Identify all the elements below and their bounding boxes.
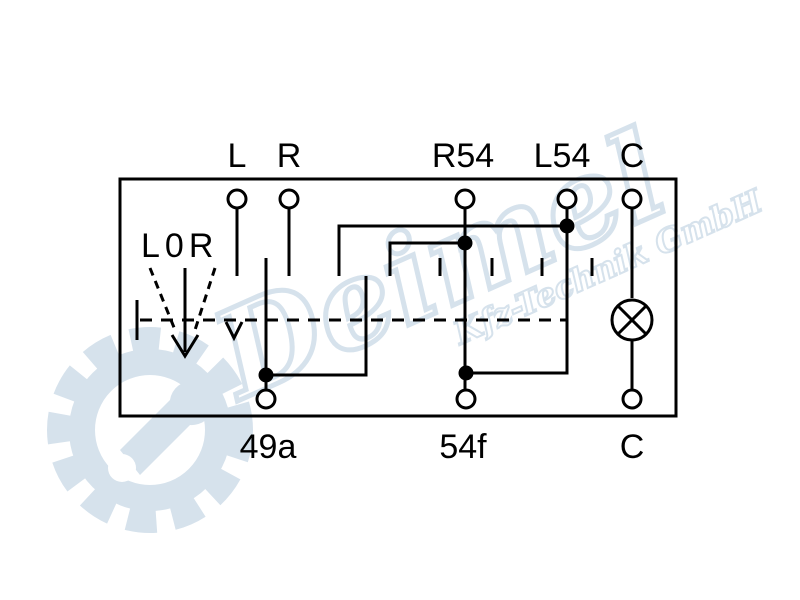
terminal-pin-49a [255,388,277,410]
label-switch-positions: L0R [141,227,218,265]
terminal-pin-54f [455,388,477,410]
lever-arrows [148,267,217,359]
wire-49a-loop [266,276,368,377]
label-terminal-r: R [277,137,302,175]
label-terminal-c-top: C [620,137,645,175]
bottom-terminal-pins [255,388,643,410]
terminal-pin-l [226,188,248,210]
label-terminal-l: L [228,137,247,175]
junction-54f [458,365,474,381]
label-terminal-l54: L54 [534,137,591,175]
detent-mark [224,321,244,342]
label-terminal-c-bottom: C [620,428,645,466]
junction-r54 [457,235,473,251]
labels: L R R54 L54 C L0R 49a 54f C [141,137,644,466]
terminal-pin-c-top [621,188,643,210]
label-terminal-49a: 49a [240,428,297,466]
terminal-pin-c-bottom [621,388,643,410]
label-terminal-r54: R54 [432,137,494,175]
diagram [118,177,678,418]
label-terminal-54f: 54f [439,428,487,466]
wire-l54-return [466,320,569,375]
wire-l54-loop [337,224,567,276]
terminal-pin-r [278,188,300,210]
terminal-pin-l54 [556,188,578,210]
switch-housing [118,177,678,418]
lamp-cross-icon [610,298,654,342]
junction-49a [258,367,274,383]
gear-wrench-icon [47,327,253,533]
terminal-pin-r54 [454,188,476,210]
junction-l54 [559,218,575,234]
wire-r54-loop [388,241,465,276]
